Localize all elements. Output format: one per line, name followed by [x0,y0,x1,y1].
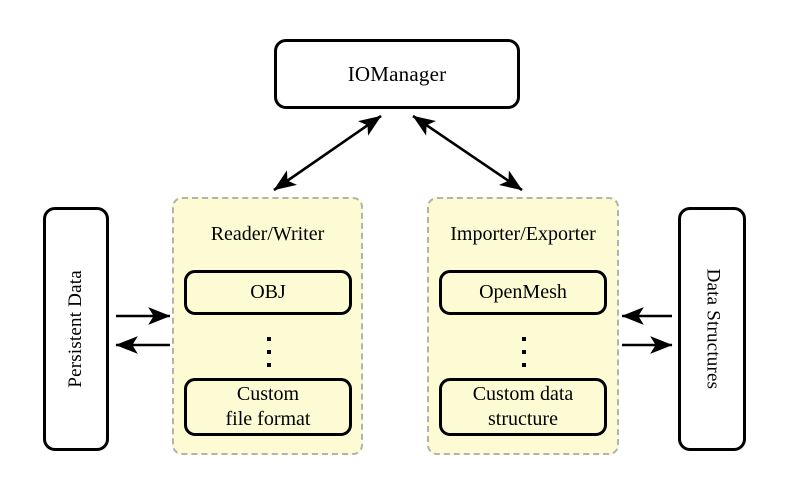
ellipsis-reader-writer [266,337,272,367]
group-reader-writer-title: Reader/Writer [210,223,325,245]
module-custom-file-format-label: Custom file format [226,382,311,432]
module-openmesh-label: OpenMesh [479,281,567,303]
node-persistent-data-label: Persistent Data [65,270,87,388]
module-custom-file-format-line2: file format [225,408,311,430]
arrow-manager-importer-exporter [412,114,523,192]
node-data-structures: Data Structures [678,207,746,451]
module-custom-data-structure-line2: structure [488,408,558,430]
module-custom-data-structure: Custom data structure [439,378,607,436]
module-custom-file-format-line1: Custom [236,383,300,405]
group-importer-exporter-title: Importer/Exporter [450,223,596,245]
module-custom-data-structure-line1: Custom data [472,383,574,405]
module-custom-file-format: Custom file format [184,378,352,436]
node-persistent-data: Persistent Data [43,207,109,451]
node-iomanager-label: IOManager [347,61,447,86]
module-obj-label: OBJ [250,281,286,303]
module-obj: OBJ [184,270,352,315]
node-data-structures-label: Data Structures [701,268,723,390]
node-iomanager: IOManager [274,39,520,109]
ellipsis-importer-exporter [521,337,527,367]
module-custom-data-structure-label: Custom data structure [473,382,574,432]
arrow-manager-reader-writer [273,114,382,192]
module-openmesh: OpenMesh [439,270,607,315]
